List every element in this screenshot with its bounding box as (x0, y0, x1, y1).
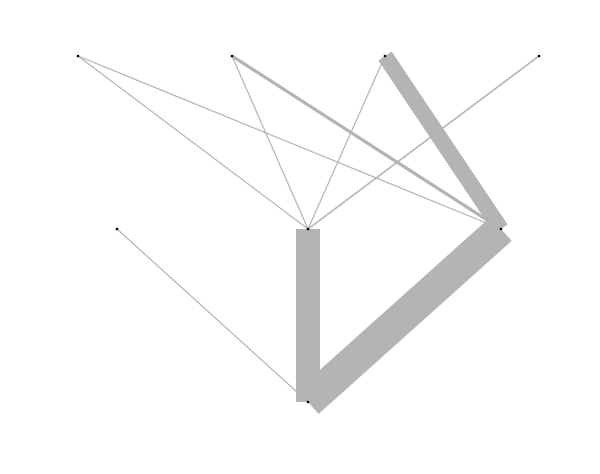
node-n8 (306, 400, 310, 404)
edge-layer (77, 51, 540, 414)
edge-n1-n5 (77, 55, 309, 230)
edge-n2-n5 (231, 55, 309, 230)
edge-n4-n5 (307, 55, 540, 230)
edge-n1-n7 (77, 55, 502, 230)
node-n2 (230, 54, 234, 58)
edge-n3-n5 (307, 55, 386, 230)
node-layer (76, 54, 541, 404)
node-n3 (383, 54, 387, 58)
node-n5 (306, 227, 310, 231)
edge-n7-n8 (297, 217, 512, 414)
node-n7 (499, 227, 503, 231)
edge-n3-n7 (378, 51, 508, 234)
node-n6 (115, 227, 119, 231)
node-n1 (76, 54, 80, 58)
edge-n6-n8 (116, 228, 309, 403)
node-n4 (537, 54, 541, 58)
edge-n2-n7 (231, 54, 502, 231)
